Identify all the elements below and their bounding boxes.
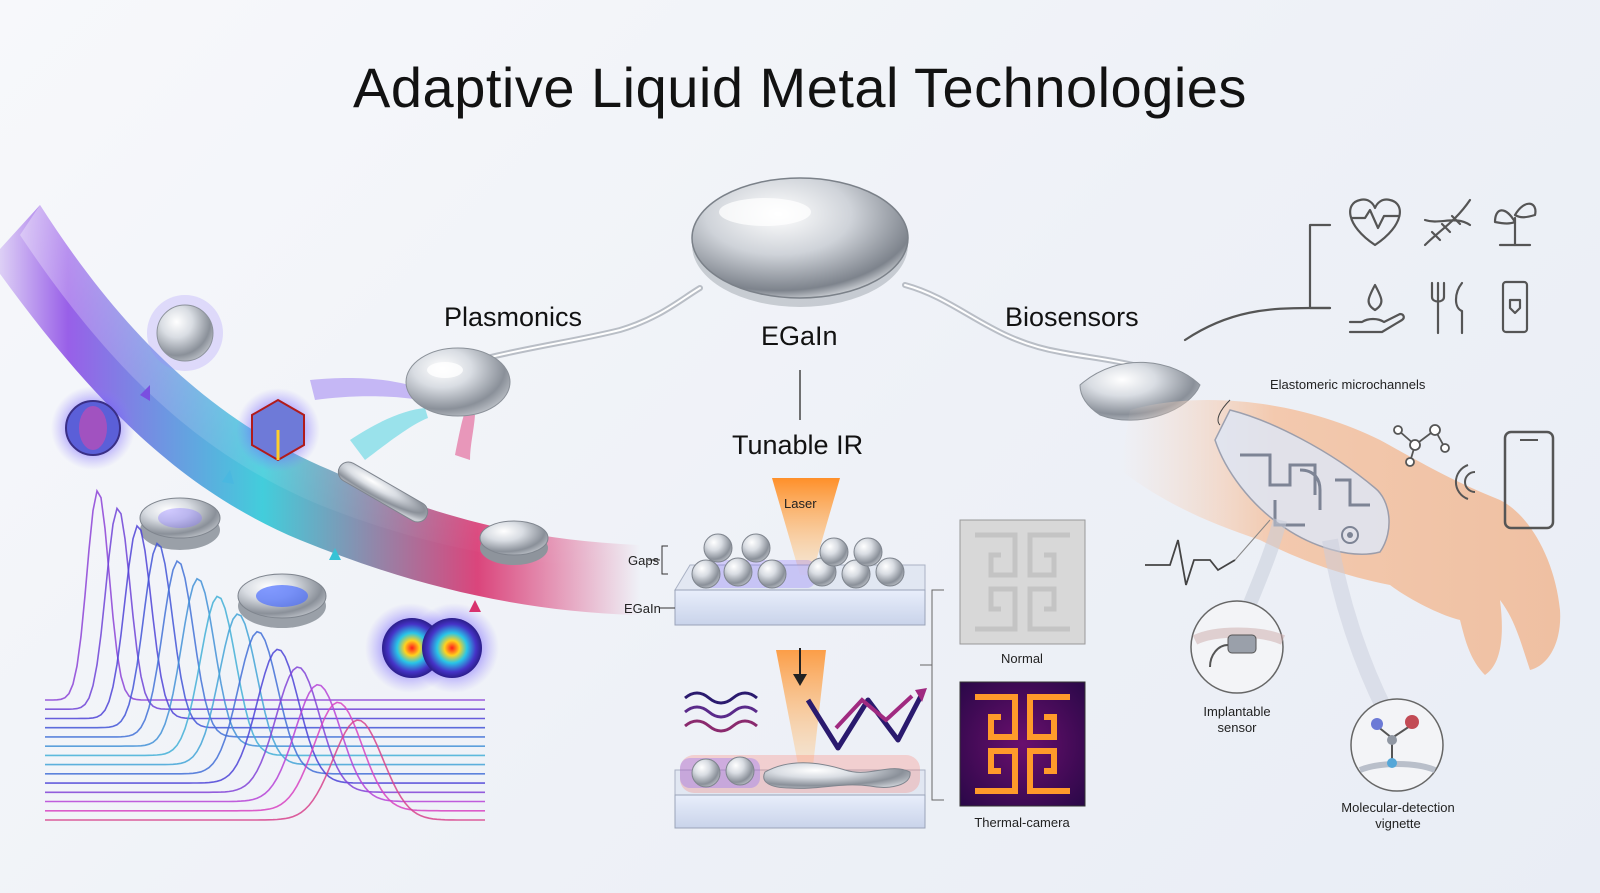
spectrum-curve — [45, 613, 485, 766]
spectrum-curve — [45, 542, 485, 729]
metal-bead — [875, 557, 905, 587]
spectrum-curve — [45, 524, 485, 720]
smartphone-sensor-icon — [1501, 280, 1529, 334]
spectrum-curve — [45, 666, 485, 794]
label-molecular-line1: Molecular-detection — [1341, 800, 1455, 815]
label-biosensors: Biosensors — [1005, 302, 1139, 332]
spectrum-curve — [45, 719, 485, 821]
label-thermal-camera: Thermal-camera — [974, 815, 1070, 830]
egain-droplet-network — [405, 177, 1201, 421]
label-plasmonics: Plasmonics — [444, 302, 583, 332]
spectrum-curve — [45, 559, 485, 738]
label-tunable-ir: Tunable IR — [732, 430, 864, 460]
water-drop-hand-icon — [1348, 283, 1405, 334]
spectrum-curve — [45, 488, 485, 701]
metal-bead — [723, 557, 753, 587]
page-title: Adaptive Liquid Metal Technologies — [353, 56, 1247, 119]
label-elastomeric-microchannels: Elastomeric microchannels — [1270, 377, 1426, 392]
label-normal: Normal — [1001, 651, 1043, 666]
spectrum-curve — [45, 683, 485, 803]
label-egain-center: EGaIn — [761, 321, 838, 351]
label-implantable-line1: Implantable — [1203, 704, 1271, 719]
dna-icon — [1423, 198, 1472, 247]
label-laser: Laser — [784, 496, 817, 511]
metal-bead — [853, 537, 883, 567]
heart-pulse-icon — [1349, 198, 1401, 247]
biosensor-icon-grid — [1183, 198, 1537, 342]
plasmonic-particles — [51, 295, 549, 693]
metal-bead — [703, 533, 733, 563]
spectrum-curve — [45, 577, 485, 747]
metal-bead — [741, 533, 771, 563]
label-molecular-line2: vignette — [1375, 816, 1421, 831]
fork-knife-icon — [1430, 281, 1464, 335]
tunable-ir-illustration — [648, 478, 1086, 829]
wearable-arm-illustration — [1120, 399, 1561, 792]
label-implantable-line2: sensor — [1217, 720, 1257, 735]
metal-bead — [757, 559, 787, 589]
resonance-spectra — [45, 488, 485, 821]
label-egain-layer: EGaIn — [624, 601, 661, 616]
metal-bead — [819, 537, 849, 567]
spectrum-curve — [45, 648, 485, 784]
spectrum-curve — [45, 630, 485, 775]
plant-sprout-icon — [1493, 202, 1537, 247]
label-gaps: Gaps — [628, 553, 660, 568]
metal-bead — [691, 559, 721, 589]
